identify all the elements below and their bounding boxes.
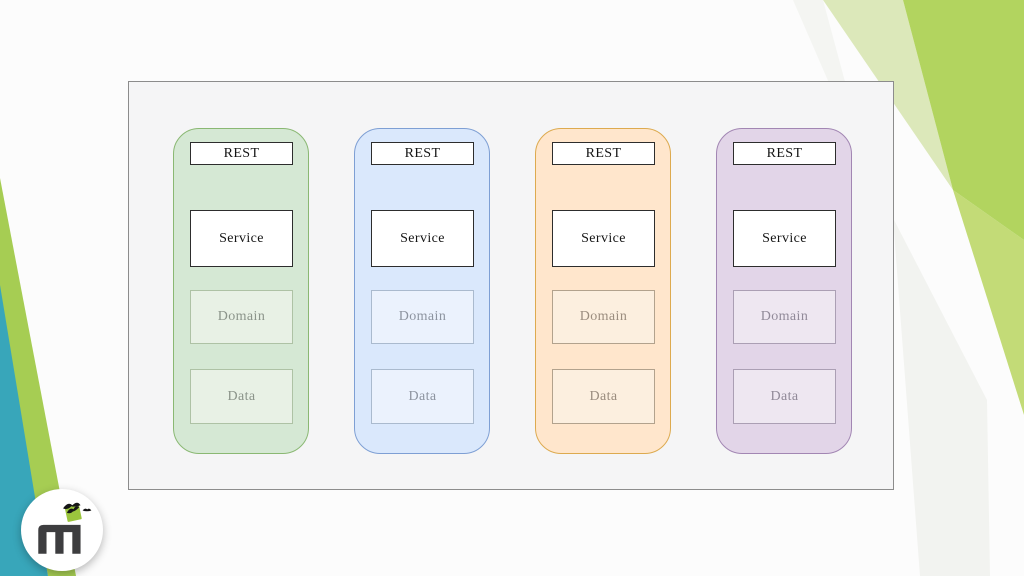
facet-green-mid (953, 190, 1024, 415)
service-box: Service (552, 210, 655, 267)
diagram-frame: REST Service Domain Data REST Service Do… (128, 81, 894, 490)
logo-stamp-bird (66, 506, 80, 514)
service-box: Service (733, 210, 836, 267)
facet-gray-band (893, 218, 990, 576)
rest-box: REST (190, 142, 293, 165)
logo-badge (21, 489, 103, 571)
data-box: Data (190, 369, 293, 424)
data-box: Data (371, 369, 474, 424)
domain-box: Domain (371, 290, 474, 344)
facet-green-bright (903, 0, 1024, 240)
service-box: Service (371, 210, 474, 267)
service-box: Service (190, 210, 293, 267)
stripe-lime (0, 178, 76, 576)
service-column-green: REST Service Domain Data (173, 128, 309, 454)
logo-stamp (64, 505, 82, 522)
service-column-purple: REST Service Domain Data (716, 128, 852, 454)
logo-bird-large (63, 502, 81, 510)
service-column-blue: REST Service Domain Data (354, 128, 490, 454)
rest-box: REST (733, 142, 836, 165)
rest-box: REST (552, 142, 655, 165)
domain-box: Domain (733, 290, 836, 344)
domain-box: Domain (190, 290, 293, 344)
micromata-logo-icon (38, 502, 92, 554)
service-column-orange: REST Service Domain Data (535, 128, 671, 454)
rest-box: REST (371, 142, 474, 165)
data-box: Data (552, 369, 655, 424)
domain-box: Domain (552, 290, 655, 344)
logo-bird-small (82, 508, 92, 512)
data-box: Data (733, 369, 836, 424)
logo-m-glyph (38, 524, 81, 554)
